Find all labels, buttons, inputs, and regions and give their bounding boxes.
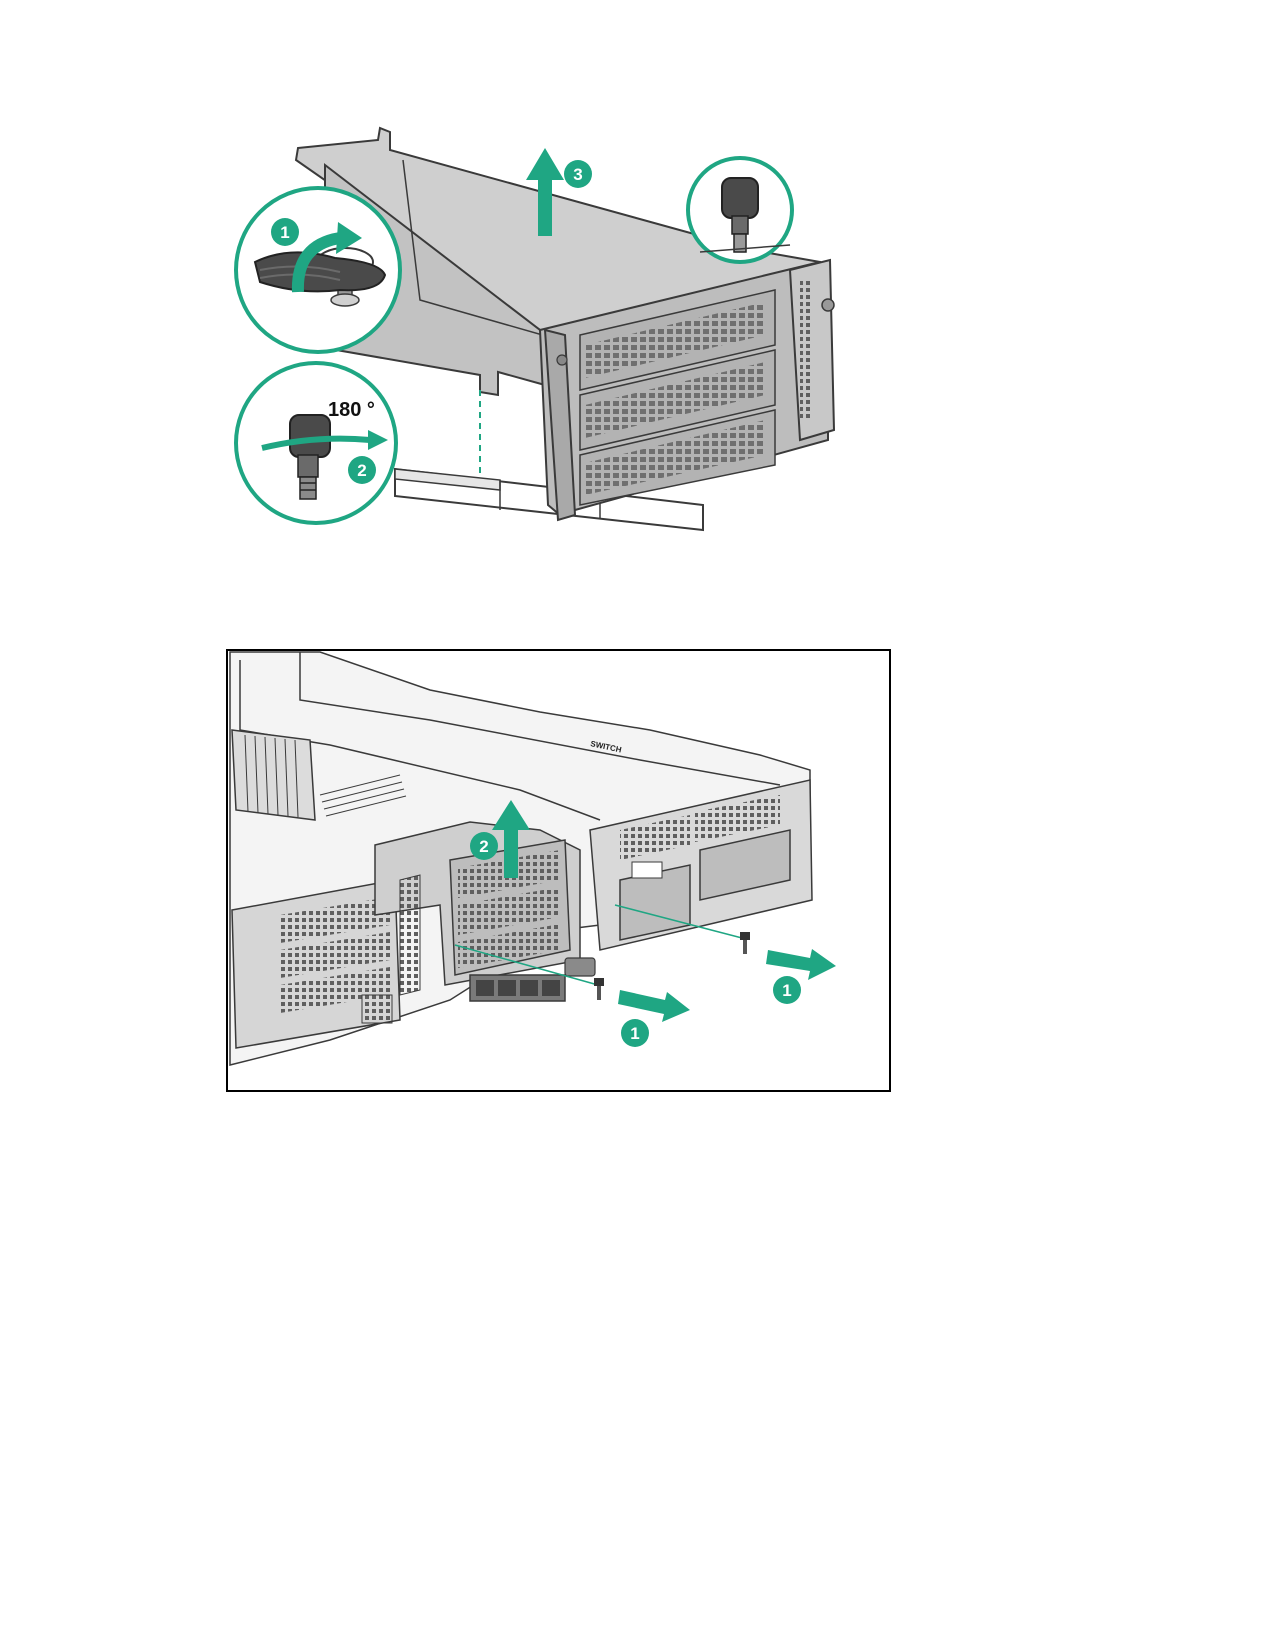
thumbscrew-handle-icon xyxy=(289,414,331,500)
svg-text:1: 1 xyxy=(280,223,289,242)
lift-arrow-icon xyxy=(526,148,564,236)
slide-arrow-icon xyxy=(618,990,690,1022)
figure-1-riser-cage: 3 1 xyxy=(234,126,836,532)
callout-step-2: 2 xyxy=(470,832,498,860)
svg-text:1: 1 xyxy=(782,981,791,1000)
thumbscrew-handle-icon xyxy=(699,177,791,253)
callout-step-2: 2 xyxy=(348,456,376,484)
dimm-slots xyxy=(319,774,407,817)
callout-step-1: 1 xyxy=(271,218,299,246)
screw-guide-line xyxy=(614,904,743,939)
screw-guide-line xyxy=(454,944,599,986)
svg-text:1: 1 xyxy=(630,1024,639,1043)
detail-circle-latch xyxy=(686,156,794,264)
right-riser-cage xyxy=(589,779,813,951)
callout-step-1b: 1 xyxy=(773,976,801,1004)
figure-2-chassis: 2 SWITCH xyxy=(226,649,891,1092)
screw-icon xyxy=(740,932,750,954)
callout-step-3: 3 xyxy=(564,160,592,188)
swing-arrow-icon xyxy=(261,430,388,451)
slide-arrow-icon xyxy=(766,949,836,980)
left-riser-cage xyxy=(231,879,401,1049)
heatsink xyxy=(231,729,316,821)
detail-circle-turn-handle: 1 xyxy=(234,186,402,354)
detail-circle-rotate-handle: 180 ° 2 xyxy=(234,361,398,525)
svg-text:2: 2 xyxy=(357,461,366,480)
lift-arrow-icon xyxy=(492,800,530,878)
rotation-angle-label: 180 ° xyxy=(328,399,375,421)
thumbscrew-handle-icon xyxy=(253,247,387,307)
screw-icon xyxy=(594,978,604,1000)
svg-text:2: 2 xyxy=(479,837,488,856)
network-ports xyxy=(469,957,596,1002)
rotate-arrow-icon xyxy=(291,222,362,293)
callout-step-1a: 1 xyxy=(621,1019,649,1047)
svg-text:3: 3 xyxy=(573,165,582,184)
